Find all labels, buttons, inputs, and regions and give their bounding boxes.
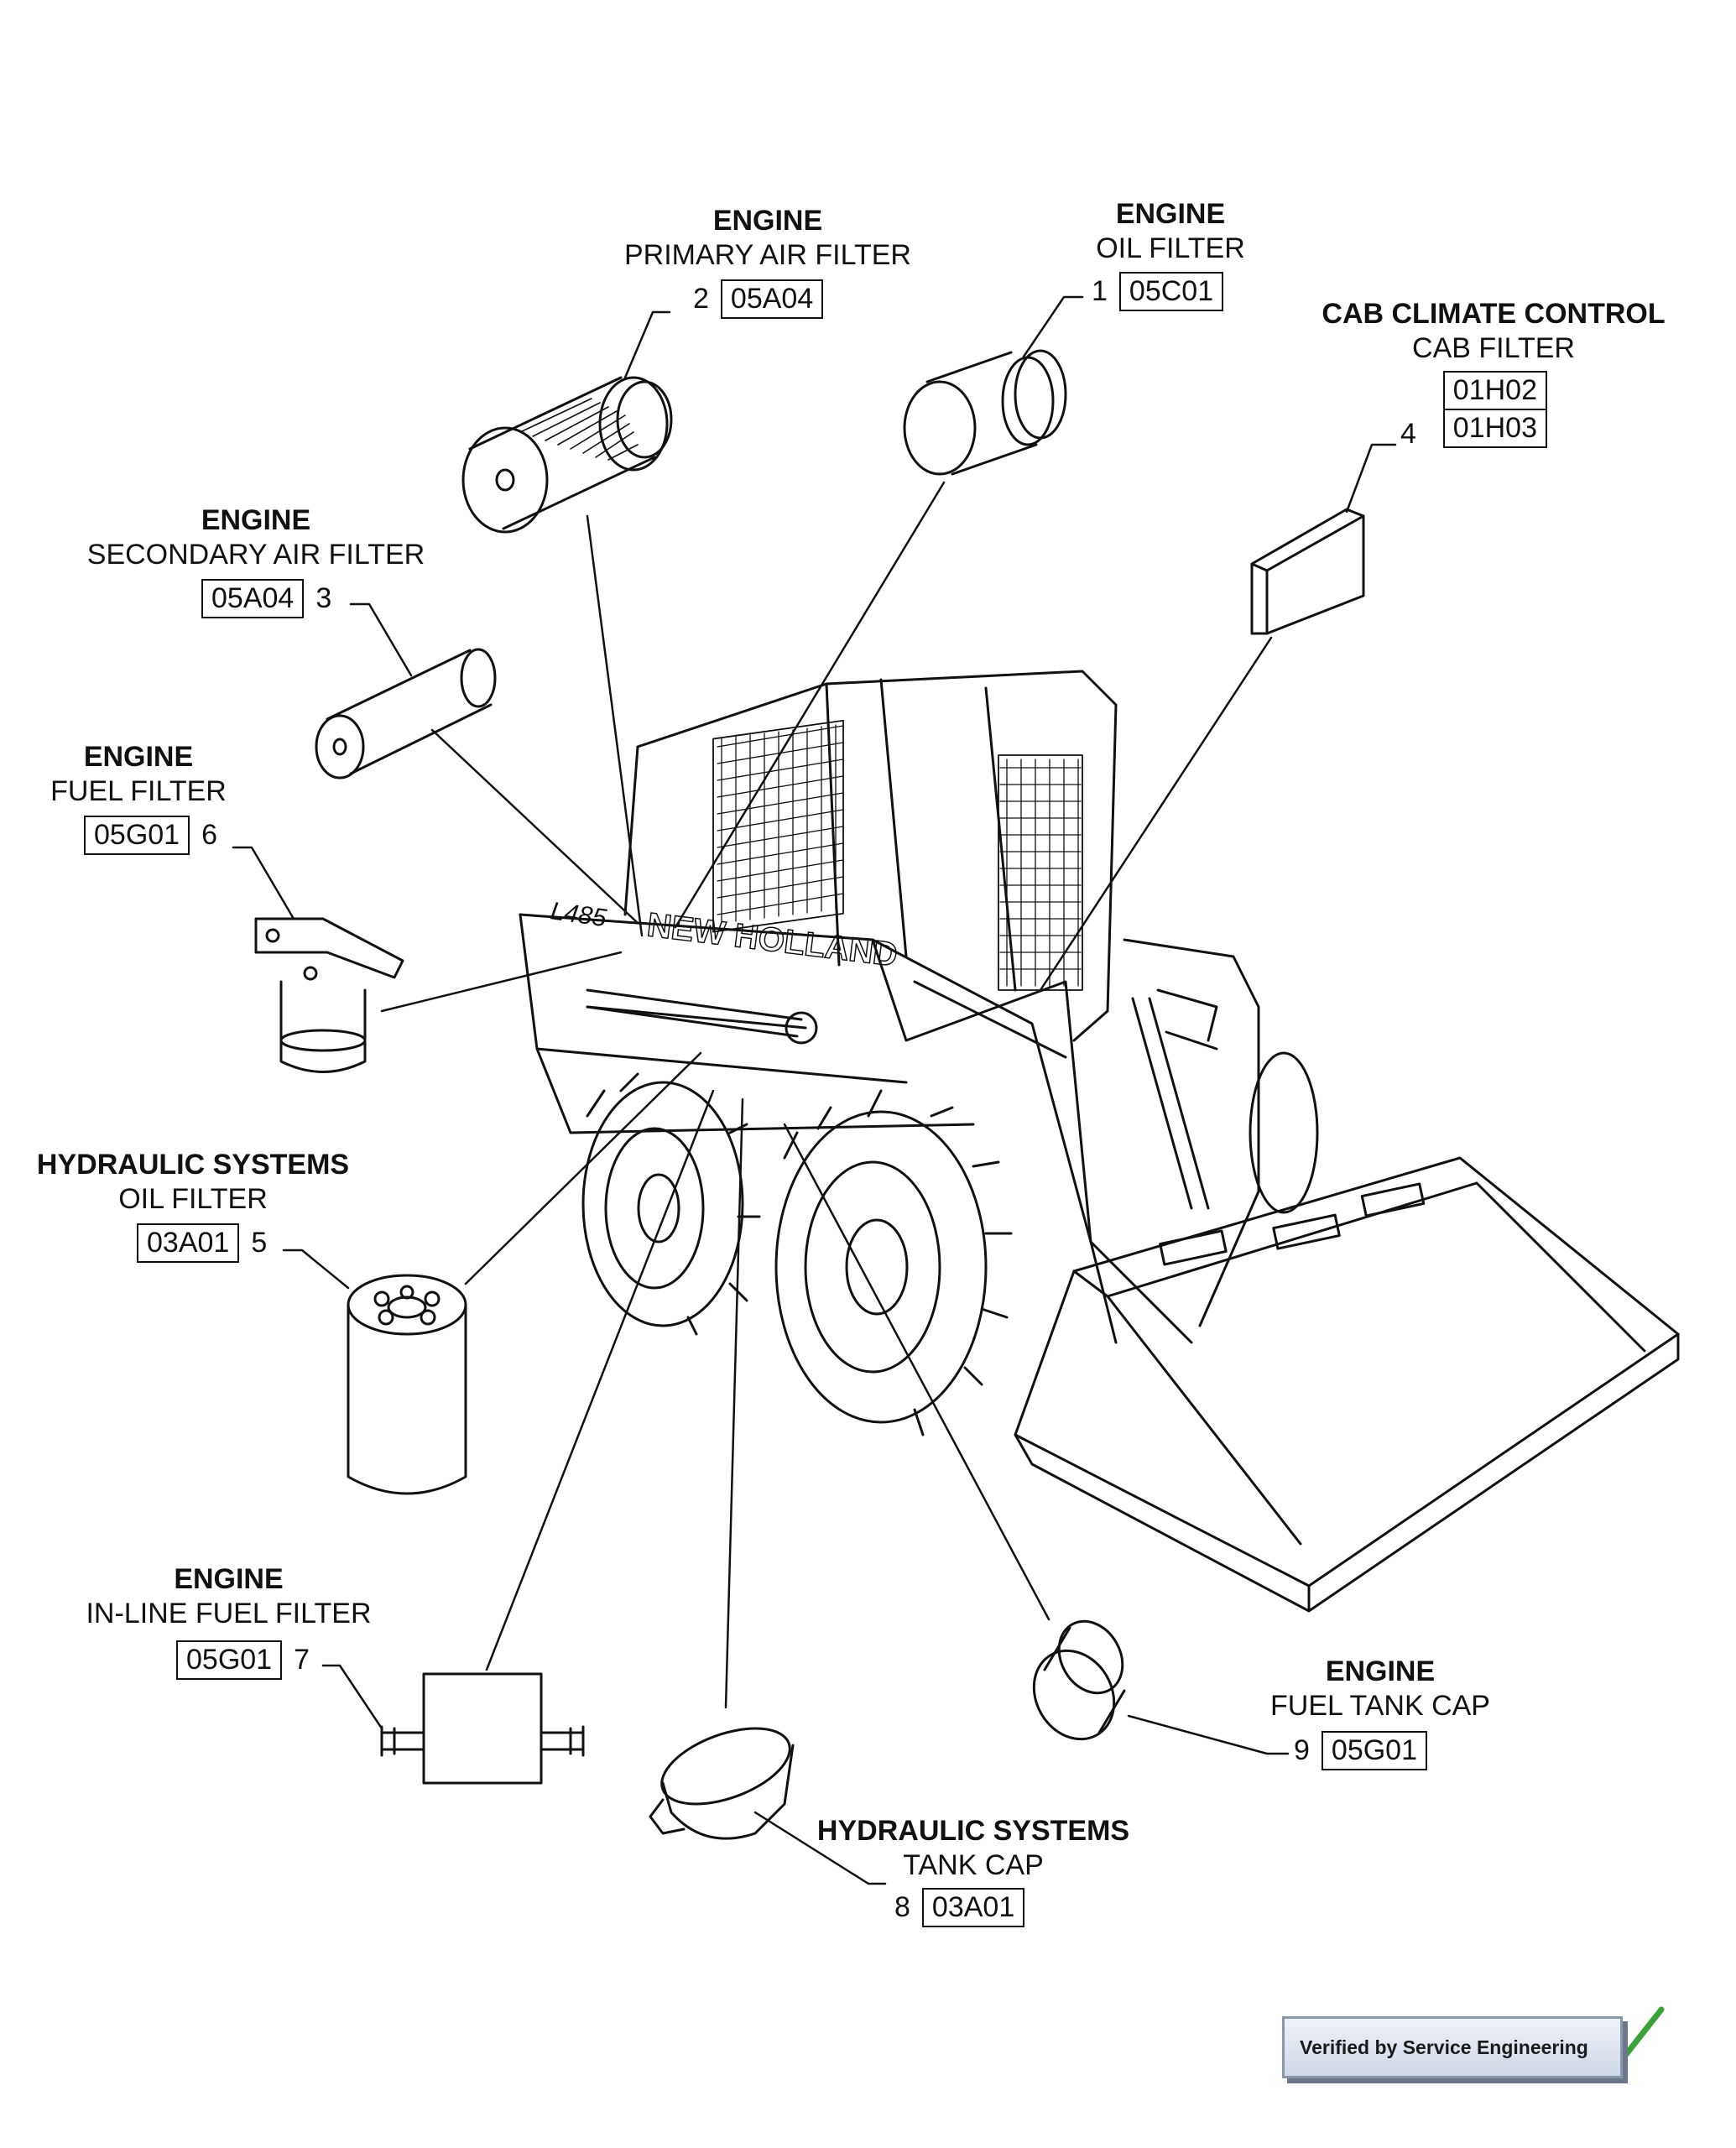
fuel-tank-cap-illustration (1032, 1619, 1126, 1741)
label-cab-filter: CAB CLIMATE CONTROL CAB FILTER (1309, 297, 1678, 366)
ref-primary-air-filter: 2 05A04 (681, 279, 824, 320)
section-code[interactable]: 05G01 (176, 1640, 283, 1681)
leader-lines (232, 295, 1397, 1885)
item-number: 7 (294, 1644, 310, 1676)
category-text: HYDRAULIC SYSTEMS (816, 1815, 1130, 1847)
category-text: HYDRAULIC SYSTEMS (36, 1149, 350, 1181)
section-code[interactable]: 05A04 (720, 279, 824, 320)
category-text: CAB CLIMATE CONTROL (1322, 298, 1666, 330)
ref-hydraulic-oil-filter: 03A01 5 (137, 1223, 279, 1264)
label-hydraulic-tank-cap: HYDRAULIC SYSTEMS TANK CAP (805, 1814, 1141, 1883)
part-name-text: OIL FILTER (118, 1182, 268, 1215)
section-code[interactable]: 05A04 (201, 579, 305, 619)
label-inline-fuel-filter: ENGINE IN-LINE FUEL FILTER (59, 1562, 399, 1631)
skid-steer-loader (519, 670, 1680, 1613)
ref-cab-filter: 01H02 01H03 (1441, 371, 1547, 448)
part-name-text: FUEL FILTER (50, 774, 227, 807)
category-text: ENGINE (712, 205, 823, 237)
label-engine-oil-filter: ENGINE OIL FILTER (1057, 197, 1284, 266)
section-code[interactable]: 01H03 (1442, 408, 1547, 448)
part-name-text: TANK CAP (903, 1848, 1044, 1881)
label-hydraulic-oil-filter: HYDRAULIC SYSTEMS OIL FILTER (17, 1148, 369, 1217)
primary-air-filter-illustration (461, 376, 673, 534)
item-number: 8 (894, 1891, 910, 1924)
category-text: ENGINE (83, 741, 194, 773)
item-number: 1 (1092, 275, 1108, 308)
ref-inline-fuel-filter: 05G01 7 (176, 1640, 321, 1681)
ref-secondary-air-filter: 05A04 3 (201, 579, 343, 619)
hydraulic-tank-cap-illustration (649, 1727, 795, 1840)
label-fuel-tank-cap: ENGINE FUEL TANK CAP (1254, 1655, 1506, 1723)
item-number: 6 (201, 819, 218, 852)
section-code[interactable]: 05G01 (1321, 1731, 1428, 1771)
verified-badge-text: Verified by Service Engineering (1300, 2036, 1588, 2058)
part-name-text: IN-LINE FUEL FILTER (86, 1597, 372, 1629)
part-name-text: CAB FILTER (1412, 331, 1575, 364)
label-fuel-filter: ENGINE FUEL FILTER (29, 740, 248, 809)
item-number: 3 (315, 582, 332, 615)
fuel-filter-illustration (254, 917, 404, 1073)
category-text: ENGINE (174, 1563, 284, 1595)
hydraulic-oil-filter-illustration (347, 1274, 467, 1495)
item-number: 4 (1400, 418, 1416, 450)
part-name-text: OIL FILTER (1096, 232, 1245, 264)
label-secondary-air-filter: ENGINE SECONDARY AIR FILTER (67, 503, 445, 572)
brand-decal: NEW HOLLAND (645, 906, 899, 973)
part-name-text: FUEL TANK CAP (1270, 1689, 1490, 1722)
section-code[interactable]: 05C01 (1118, 272, 1224, 312)
part-name-text: SECONDARY AIR FILTER (86, 538, 425, 571)
machine-decals: L485 NEW HOLLAND (549, 897, 900, 974)
part-name-text: PRIMARY AIR FILTER (624, 238, 911, 271)
ref-hydraulic-tank-cap: 8 03A01 (883, 1888, 1025, 1928)
ref-fuel-filter: 05G01 6 (84, 816, 229, 856)
section-code[interactable]: 01H02 (1442, 371, 1547, 411)
category-text: ENGINE (201, 504, 311, 536)
engine-oil-filter-illustration (903, 349, 1067, 476)
ref-fuel-tank-cap: 9 05G01 (1282, 1731, 1428, 1771)
inline-fuel-filter-illustration (380, 1672, 585, 1785)
ref-engine-oil-filter: 1 05C01 (1080, 272, 1224, 312)
category-text: ENGINE (1115, 198, 1226, 230)
section-code[interactable]: 05G01 (84, 816, 190, 856)
secondary-air-filter-illustration (315, 648, 497, 779)
item-number: 2 (693, 283, 709, 315)
item-number: 9 (1294, 1734, 1310, 1767)
section-code[interactable]: 03A01 (921, 1888, 1025, 1928)
verified-badge: Verified by Service Engineering (1282, 2016, 1623, 2078)
item-number: 5 (251, 1227, 268, 1259)
model-decal: L485 (549, 897, 608, 932)
cab-filter-illustration (1250, 508, 1365, 635)
section-code[interactable]: 03A01 (137, 1223, 240, 1264)
label-primary-air-filter: ENGINE PRIMARY AIR FILTER (617, 204, 919, 273)
category-text: ENGINE (1325, 1655, 1436, 1687)
